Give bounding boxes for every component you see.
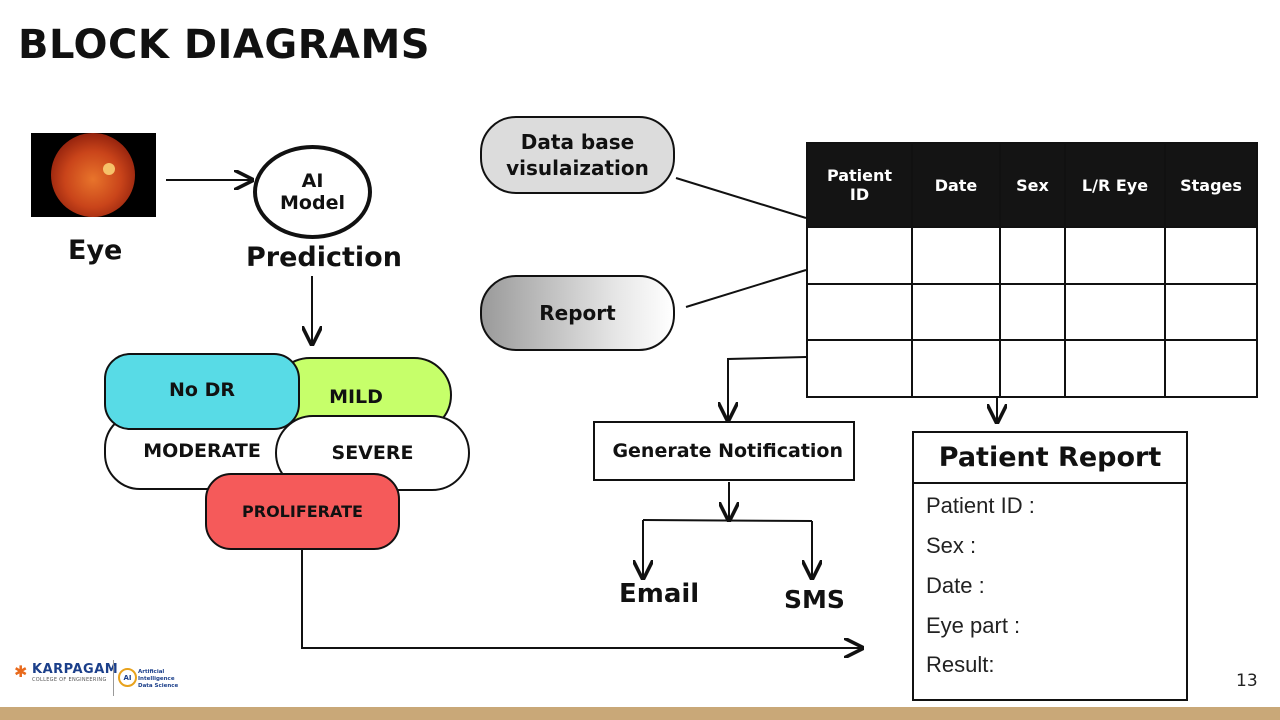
- prediction-label: Prediction: [246, 242, 402, 273]
- college-logo: ✱ KARPAGAM COLLEGE OF ENGINEERING AI Art…: [12, 660, 202, 700]
- report-node: Report: [480, 275, 675, 351]
- database-visualization-node: Data base visulaization: [480, 116, 675, 194]
- table-row: [806, 339, 1258, 398]
- eye-label: Eye: [68, 235, 123, 266]
- proliferate-to-bottom-arrow: [301, 548, 860, 648]
- dbviz-to-table-line: [675, 177, 807, 219]
- patient-data-table: Patient ID Date Sex L/R Eye Stages: [806, 142, 1258, 398]
- report-to-table-line: [685, 269, 807, 308]
- patient-report-box: Patient Report Patient ID : Sex : Date :…: [912, 431, 1188, 701]
- stage-mild-label: MILD: [329, 386, 383, 408]
- logo-college-name: KARPAGAM: [32, 662, 119, 677]
- database-visualization-label: Data base visulaization: [506, 130, 649, 180]
- email-label: Email: [619, 579, 700, 609]
- notification-split-line: [642, 519, 813, 522]
- patient-report-title: Patient Report: [914, 433, 1186, 484]
- sms-label: SMS: [784, 585, 845, 614]
- patient-report-field: Eye part :: [926, 613, 1021, 638]
- patient-report-field: Patient ID :: [926, 493, 1035, 518]
- table-to-notification-arrow: [728, 356, 807, 418]
- table-row: [806, 226, 1258, 285]
- ai-model-node: AI Model: [253, 145, 372, 239]
- stage-proliferate: PROLIFERATE: [205, 473, 400, 550]
- table-header-row: Patient ID Date Sex L/R Eye Stages: [806, 142, 1258, 228]
- table-header-cell: L/R Eye: [1064, 142, 1166, 228]
- logo-star-icon: ✱: [14, 662, 28, 681]
- logo-ai-icon: AI: [118, 668, 137, 687]
- table-header-cell: Sex: [999, 142, 1066, 228]
- logo-divider: [113, 660, 114, 696]
- stage-moderate-label: MODERATE: [143, 440, 261, 462]
- eye-fundus-image: [31, 133, 156, 217]
- stage-proliferate-label: PROLIFERATE: [242, 502, 363, 521]
- page-number: 13: [1236, 671, 1258, 691]
- table-header-cell: Date: [911, 142, 1001, 228]
- stage-severe-label: SEVERE: [331, 442, 414, 464]
- generate-notification-node: Generate Notification: [593, 421, 855, 481]
- page-title: BLOCK DIAGRAMS: [18, 22, 431, 68]
- patient-report-field: Date :: [926, 573, 985, 598]
- table-header-cell: Patient ID: [806, 142, 913, 228]
- logo-department: Artificial Intelligence Data Science: [138, 669, 179, 689]
- patient-report-field: Result:: [926, 652, 995, 677]
- stage-no-dr-label: No DR: [169, 378, 235, 401]
- generate-notification-label: Generate Notification: [612, 440, 843, 462]
- patient-report-field: Sex :: [926, 533, 977, 558]
- logo-college-subtitle: COLLEGE OF ENGINEERING: [32, 677, 107, 683]
- report-label: Report: [539, 301, 616, 325]
- table-row: [806, 282, 1258, 342]
- footer-bar: [0, 707, 1280, 720]
- ai-model-label: AI Model: [280, 170, 345, 214]
- stage-no-dr: No DR: [104, 353, 300, 430]
- table-header-cell: Stages: [1164, 142, 1258, 228]
